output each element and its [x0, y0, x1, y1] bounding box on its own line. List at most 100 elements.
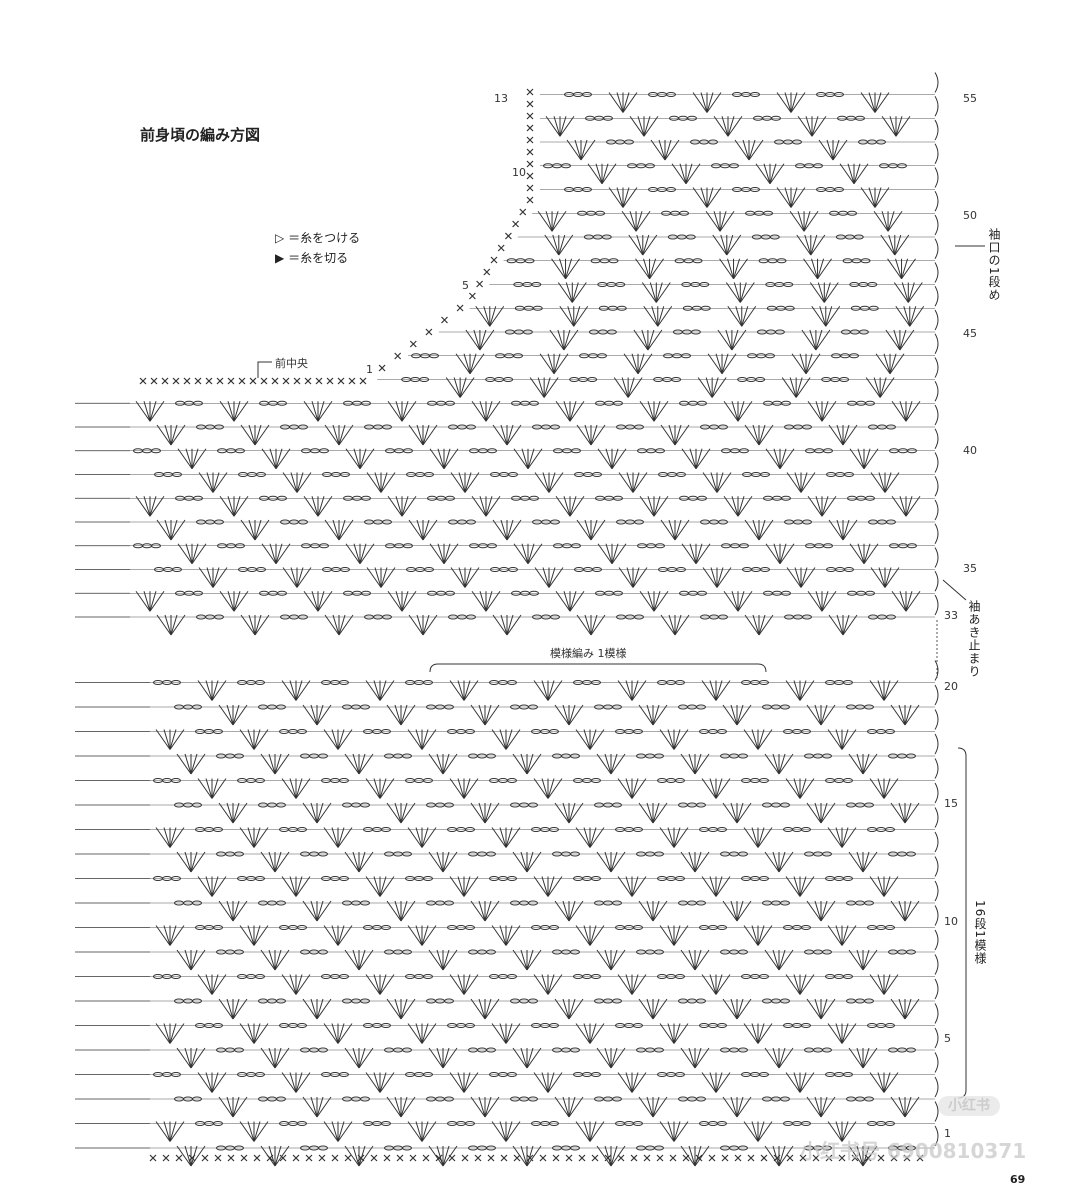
double-crochet-fan: [479, 329, 487, 351]
neckline-single-crochet: [326, 377, 334, 385]
chain-stitch: [528, 998, 538, 1004]
double-crochet-fan: [736, 704, 744, 726]
double-crochet-fan: [268, 1047, 276, 1069]
double-crochet-fan: [809, 282, 825, 303]
double-crochet-fan: [143, 591, 151, 612]
double-crochet-fan: [797, 211, 805, 232]
double-crochet-fan: [416, 424, 424, 446]
double-crochet-fan: [779, 543, 787, 564]
turning-chain: [934, 404, 939, 426]
double-crochet-fan: [436, 753, 444, 775]
double-crochet-fan: [552, 234, 560, 256]
chain-stitch: [382, 519, 392, 525]
chain-stitch: [549, 925, 559, 930]
double-crochet-fan: [611, 448, 619, 469]
double-crochet-fan: [653, 590, 669, 612]
double-crochet-fan: [862, 1047, 878, 1069]
double-crochet-fan: [155, 1121, 171, 1142]
chain-stitch: [843, 876, 853, 881]
double-crochet-fan: [422, 614, 430, 636]
chain-stitch: [297, 729, 307, 734]
chain-stitch: [633, 827, 643, 832]
double-crochet-fan: [904, 998, 912, 1020]
double-crochet-fan: [198, 567, 214, 588]
double-crochet-fan: [674, 424, 682, 446]
double-crochet-fan: [736, 1096, 744, 1118]
double-crochet-fan: [155, 1023, 171, 1044]
double-crochet-fan: [811, 258, 819, 279]
double-crochet-fan: [625, 1072, 633, 1093]
double-crochet-fan: [590, 424, 598, 446]
turning-chain: [934, 357, 939, 378]
double-crochet-fan: [773, 448, 781, 469]
double-crochet-fan: [527, 543, 535, 564]
double-crochet-fan: [856, 753, 864, 775]
chain-stitch: [444, 802, 454, 808]
double-crochet-fan: [534, 472, 550, 493]
double-crochet-fan: [741, 305, 757, 327]
chain-stitch: [532, 305, 543, 311]
chain-stitch: [466, 519, 476, 525]
double-crochet-fan: [736, 802, 752, 824]
double-crochet-fan: [190, 1047, 198, 1069]
double-crochet-fan: [569, 401, 577, 422]
chain-stitch: [255, 1072, 265, 1077]
double-crochet-fan: [673, 729, 689, 750]
double-crochet-fan: [646, 900, 654, 922]
double-crochet-fan: [785, 974, 801, 995]
double-crochet-fan: [710, 472, 718, 493]
double-crochet-fan: [735, 306, 743, 327]
chain-stitch: [192, 900, 202, 906]
double-crochet-fan: [646, 704, 654, 726]
double-crochet-fan: [631, 353, 639, 374]
double-crochet-fan: [642, 234, 650, 256]
double-crochet-fan: [274, 851, 290, 873]
chain-stitch: [234, 851, 244, 857]
double-crochet-fan: [463, 680, 471, 701]
double-crochet-fan: [674, 614, 682, 636]
neckline-single-crochet: [476, 280, 484, 288]
double-crochet-fan: [253, 1023, 269, 1044]
double-crochet-fan: [233, 495, 249, 517]
double-crochet-fan: [442, 1145, 450, 1167]
chain-stitch: [402, 753, 412, 759]
double-crochet-fan: [169, 925, 177, 946]
double-crochet-fan: [621, 210, 637, 232]
chain-stitch: [699, 282, 710, 287]
chain-stitch: [717, 1023, 727, 1028]
double-crochet-fan: [478, 704, 486, 726]
double-crochet-fan: [653, 591, 661, 612]
double-crochet-fan: [611, 543, 619, 564]
double-crochet-fan: [757, 925, 765, 946]
chain-stitch: [801, 729, 811, 734]
double-crochet-fan: [778, 851, 794, 873]
double-crochet-fan: [800, 567, 816, 588]
neckline-single-crochet: [490, 256, 498, 264]
double-crochet-fan: [512, 1047, 528, 1069]
double-crochet-fan: [715, 1072, 723, 1093]
chain-stitch: [419, 377, 430, 382]
double-crochet-fan: [639, 400, 655, 422]
double-crochet-fan: [491, 925, 507, 946]
double-crochet-fan: [713, 211, 721, 232]
double-crochet-fan: [649, 282, 657, 303]
chain-stitch: [738, 1145, 748, 1151]
double-crochet-fan: [616, 187, 624, 208]
chain-stitch: [402, 949, 412, 955]
double-crochet-fan: [499, 729, 507, 750]
double-crochet-fan: [247, 925, 255, 946]
double-crochet-fan: [541, 876, 549, 897]
double-crochet-fan: [316, 704, 324, 726]
double-crochet-fan: [143, 401, 151, 422]
double-crochet-fan: [176, 753, 192, 775]
double-crochet-fan: [595, 163, 603, 184]
double-crochet-fan: [197, 778, 213, 799]
double-crochet-fan: [778, 949, 786, 971]
double-crochet-fan: [673, 729, 681, 750]
neck-row-number: 5: [462, 279, 469, 292]
chain-stitch: [193, 590, 203, 596]
double-crochet-fan: [408, 424, 424, 446]
chain-stitch: [193, 495, 203, 501]
single-crochet-mark: [305, 1154, 313, 1162]
double-crochet-fan: [730, 802, 738, 824]
